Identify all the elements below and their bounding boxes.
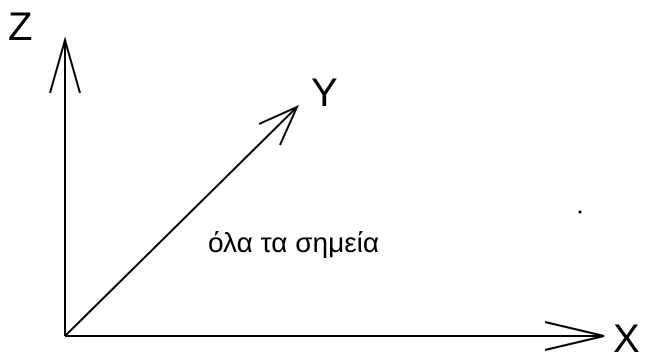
y-axis-line [64,106,298,337]
x-axis-arrowhead [544,321,605,351]
x-axis-label: X [613,317,640,354]
z-axis-label: Z [8,5,32,49]
stray-dot [578,210,582,214]
y-axis-label: Y [311,71,338,115]
region-label: όλα τα σημεία [208,227,379,258]
z-axis-arrowhead [49,36,81,94]
y-axis-arrowhead [258,105,299,146]
